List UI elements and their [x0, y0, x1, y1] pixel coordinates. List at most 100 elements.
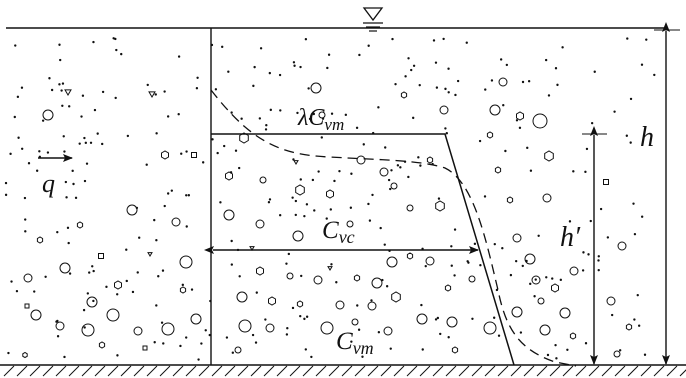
h-prime-label: h′: [560, 222, 581, 253]
sediment-particle: [454, 93, 457, 97]
bed-hatch-line: [406, 365, 418, 377]
sediment-particle: [593, 70, 596, 73]
sediment-particle: [74, 196, 78, 200]
sediment-particle: [391, 37, 394, 41]
sediment-particle: [294, 213, 297, 217]
sediment-particle: [214, 88, 218, 91]
sediment-particle: [89, 141, 93, 144]
sediment-particle: [230, 111, 233, 114]
sediment-particle: [66, 226, 70, 230]
sediment-particle: [350, 340, 353, 343]
sediment-particle: [50, 88, 54, 92]
h-dimension: [654, 22, 680, 365]
sediment-particle: [63, 150, 66, 153]
sediment-particle: [344, 113, 348, 117]
sediment-particle: [370, 299, 373, 302]
sediment-particle: [529, 282, 532, 286]
sediment-particle: [86, 292, 90, 295]
sediment-particle: [135, 206, 139, 210]
sediment-particle: [444, 87, 447, 91]
flow-label: q: [42, 169, 55, 198]
sediment-particle: [551, 283, 559, 293]
bed-hatch-line: [367, 365, 379, 377]
sediment-particle: [91, 265, 94, 268]
sediment-particle: [626, 37, 629, 40]
sediment-particle: [216, 151, 219, 155]
bed-hatch-line: [315, 365, 327, 377]
sediment-particle: [116, 293, 119, 296]
sediment-particle: [292, 61, 296, 64]
sediment-particle: [453, 228, 457, 231]
sediment-particle: [157, 275, 160, 278]
sediment-particle: [114, 37, 117, 41]
sediment-particle: [450, 264, 453, 267]
sediment-particle: [442, 37, 445, 41]
sediment-particle: [294, 199, 298, 203]
sediment-particle: [259, 176, 267, 184]
sediment-particle: [311, 178, 315, 182]
sediment-particle: [292, 230, 304, 242]
sediment-particle: [399, 166, 402, 169]
sediment-particle: [495, 288, 499, 292]
sediment-particle: [653, 73, 656, 77]
h-label: h: [640, 122, 654, 153]
sediment-particle: [305, 315, 309, 318]
sediment-particle: [498, 77, 508, 87]
sediment-particle: [489, 104, 501, 116]
sediment-particle: [145, 163, 148, 166]
sediment-particle: [190, 288, 194, 291]
sediment-particle: [166, 115, 170, 118]
h-prime-dimension: [582, 126, 607, 365]
sediment-particle: [515, 119, 519, 122]
sediment-particle: [590, 121, 594, 125]
sediment-particle: [521, 264, 524, 268]
sediment-particle: [514, 259, 518, 263]
actual-concentration-profile: [210, 89, 577, 367]
sediment-particle: [236, 291, 248, 303]
sediment-particle: [468, 275, 476, 283]
sediment-particle: [83, 326, 86, 329]
sediment-particle: [377, 330, 381, 334]
sediment-particle: [453, 274, 456, 277]
bed-hatch-line: [666, 365, 678, 377]
sediment-particle: [406, 204, 414, 212]
sediment-particle: [483, 321, 497, 335]
sediment-particle: [484, 88, 487, 91]
sediment-particle: [185, 150, 188, 153]
bed-hatch-line: [302, 365, 314, 377]
sediment-particle: [445, 132, 449, 135]
bed-hatch-line: [81, 365, 93, 377]
sediment-particle: [239, 132, 249, 144]
sediment-particle: [561, 46, 564, 49]
sediment-particle: [41, 119, 45, 122]
sediment-particle: [133, 326, 143, 336]
bed-hatch-line: [16, 365, 28, 377]
sediment-particle: [200, 342, 203, 345]
sediment-particle: [252, 84, 255, 88]
bed-hatch-line: [497, 365, 509, 377]
sediment-particle: [326, 189, 334, 199]
sediment-particle: [531, 275, 541, 285]
sediment-particle: [542, 193, 552, 203]
sediment-particle: [492, 316, 496, 319]
sediment-particle: [221, 45, 224, 49]
sediment-particle: [251, 333, 255, 337]
sediment-particle: [153, 218, 156, 222]
sediment-particle: [264, 128, 268, 131]
sediment-particles: [4, 37, 656, 361]
sediment-particle: [420, 303, 423, 307]
sediment-particle: [554, 67, 558, 70]
cvc-label: Cvc: [322, 217, 355, 247]
sediment-particle: [584, 342, 588, 345]
sediment-particle: [546, 353, 550, 357]
sediment-particle: [64, 180, 68, 184]
sediment-particle: [163, 90, 166, 93]
sediment-particle: [597, 259, 600, 262]
sediment-particle: [63, 355, 66, 359]
sediment-particle: [10, 280, 13, 283]
sediment-particle: [326, 66, 329, 70]
sediment-particle: [403, 160, 407, 163]
sediment-particle: [396, 164, 400, 167]
sediment-particle: [293, 64, 296, 67]
sediment-particle: [599, 207, 603, 211]
